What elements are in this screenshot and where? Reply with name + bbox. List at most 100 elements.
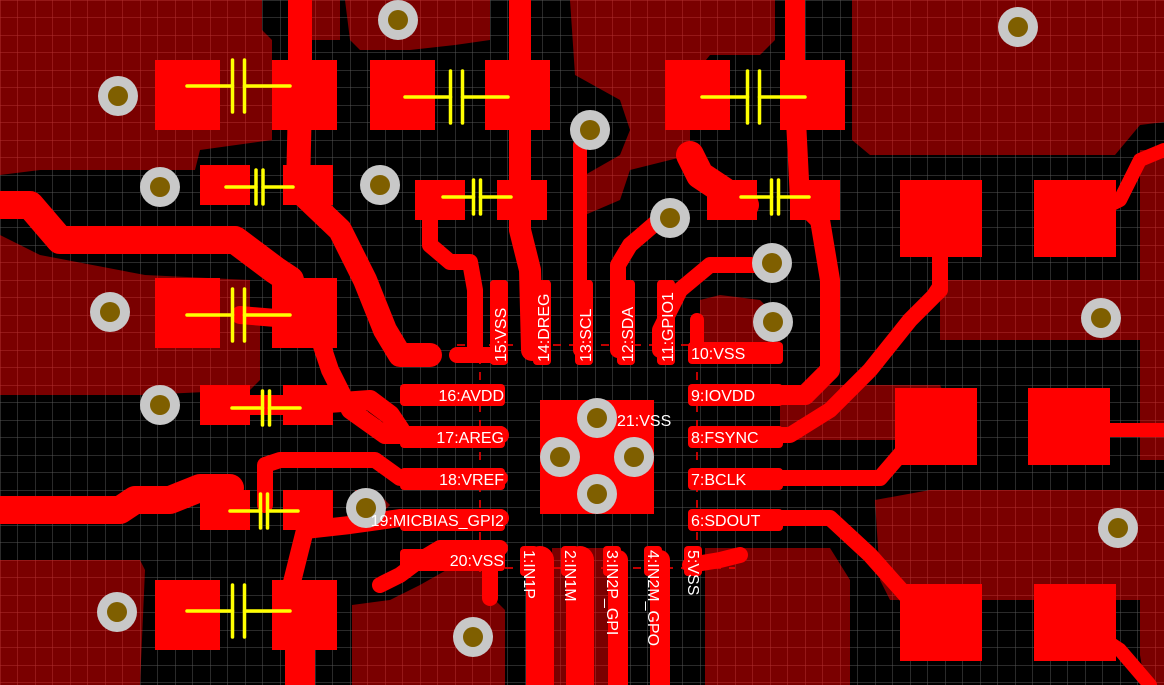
pin-label-bottom: 5:VSS <box>684 550 701 595</box>
copper-pour-grid <box>0 560 145 685</box>
smd-pad[interactable] <box>272 278 337 348</box>
via[interactable] <box>650 198 690 238</box>
copper-pour-grid <box>0 235 260 395</box>
via[interactable] <box>346 488 386 528</box>
pin-label-top: 13:SCL <box>578 309 595 362</box>
pin-label-right: 6:SDOUT <box>691 513 761 530</box>
pin-label-right: 10:VSS <box>691 346 745 363</box>
ic-pin-pad[interactable] <box>400 509 505 531</box>
capacitor-symbol[interactable] <box>228 492 300 530</box>
smd-pad[interactable] <box>200 165 250 205</box>
capacitor-symbol[interactable] <box>185 583 292 639</box>
via-hole <box>550 447 570 467</box>
ic-pin-pad[interactable] <box>617 280 635 365</box>
smd-pad[interactable] <box>272 60 337 130</box>
via[interactable] <box>378 0 418 40</box>
pin-label-left: 20:VSS <box>450 553 504 570</box>
smd-pad[interactable] <box>895 388 977 465</box>
pin-label-right: 8:FSYNC <box>691 430 759 447</box>
ic-pin-pad[interactable] <box>533 280 551 365</box>
via-hole <box>1108 518 1128 538</box>
via-hole <box>356 498 376 518</box>
capacitor-symbol[interactable] <box>403 69 510 125</box>
smd-pad[interactable] <box>485 60 550 130</box>
via[interactable] <box>140 385 180 425</box>
ic-pin-pad[interactable] <box>400 468 505 490</box>
ic-pin-pad[interactable] <box>688 509 783 531</box>
via[interactable] <box>97 592 137 632</box>
smd-pad[interactable] <box>707 180 757 220</box>
smd-pad[interactable] <box>790 180 840 220</box>
via[interactable] <box>614 437 654 477</box>
ic-pin-pad[interactable] <box>400 384 505 406</box>
via[interactable] <box>577 398 617 438</box>
smd-pad[interactable] <box>272 580 337 650</box>
pin-label-left: 19:MICBIAS_GPI2 <box>371 513 504 530</box>
via[interactable] <box>752 243 792 283</box>
via-hole <box>587 484 607 504</box>
via-hole <box>580 120 600 140</box>
via[interactable] <box>360 165 400 205</box>
smd-pad[interactable] <box>155 60 220 130</box>
ic-pin-pad[interactable] <box>657 280 675 365</box>
via[interactable] <box>453 617 493 657</box>
ic-pin-pad[interactable] <box>575 280 593 365</box>
pin-label-top: 15:VSS <box>493 308 510 362</box>
smd-pad[interactable] <box>155 278 220 348</box>
pin-label-bottom: 2:IN1M <box>561 550 578 602</box>
capacitor-symbol[interactable] <box>185 287 292 343</box>
smd-pad[interactable] <box>1034 180 1116 257</box>
ic-pin-pad[interactable] <box>688 426 783 448</box>
capacitor-symbol[interactable] <box>224 168 295 206</box>
pin-label-bottom: 1:IN1P <box>520 550 537 599</box>
smd-pad[interactable] <box>900 180 982 257</box>
smd-pad[interactable] <box>155 580 220 650</box>
smd-pad[interactable] <box>665 60 730 130</box>
smd-pad[interactable] <box>370 60 435 130</box>
via[interactable] <box>90 292 130 332</box>
capacitor-symbol[interactable] <box>185 58 292 114</box>
smd-pad[interactable] <box>1028 388 1110 465</box>
copper-trace <box>923 258 947 307</box>
via-hole <box>762 253 782 273</box>
via[interactable] <box>140 167 180 207</box>
via[interactable] <box>1081 298 1121 338</box>
ic-pin-pad[interactable] <box>688 342 783 364</box>
smd-pad[interactable] <box>780 60 845 130</box>
copper-pour-grid <box>705 548 850 685</box>
copper-pour-grid <box>875 490 1164 685</box>
ic-pin-pad[interactable] <box>688 384 783 406</box>
via[interactable] <box>577 474 617 514</box>
smd-pad[interactable] <box>283 165 333 205</box>
via-hole <box>763 312 783 332</box>
via[interactable] <box>98 76 138 116</box>
ic-pin-pad[interactable] <box>644 546 662 576</box>
via[interactable] <box>570 110 610 150</box>
smd-pad[interactable] <box>497 180 547 220</box>
via[interactable] <box>998 7 1038 47</box>
pin-label-right: 9:IOVDD <box>691 388 755 405</box>
vias <box>90 0 1138 657</box>
ic-pin-pad[interactable] <box>400 549 505 571</box>
copper-pour-grid <box>852 0 1164 155</box>
via[interactable] <box>753 302 793 342</box>
smd-pad[interactable] <box>1034 584 1116 661</box>
capacitor-symbol[interactable] <box>739 178 811 216</box>
via[interactable] <box>1098 508 1138 548</box>
ic-pin-pad[interactable] <box>688 468 783 490</box>
via-hole <box>388 10 408 30</box>
capacitor-symbol[interactable] <box>700 69 807 125</box>
ic-pin-pad[interactable] <box>400 426 505 448</box>
capacitor-symbol[interactable] <box>230 389 302 427</box>
smd-pad[interactable] <box>415 180 465 220</box>
ic-pin-pad[interactable] <box>490 280 508 365</box>
via-hole <box>1008 17 1028 37</box>
smd-pad[interactable] <box>283 385 333 425</box>
copper-trace <box>422 192 483 358</box>
smd-pad[interactable] <box>900 584 982 661</box>
capacitor-symbol[interactable] <box>441 178 513 216</box>
smd-pad[interactable] <box>200 385 250 425</box>
via[interactable] <box>540 437 580 477</box>
